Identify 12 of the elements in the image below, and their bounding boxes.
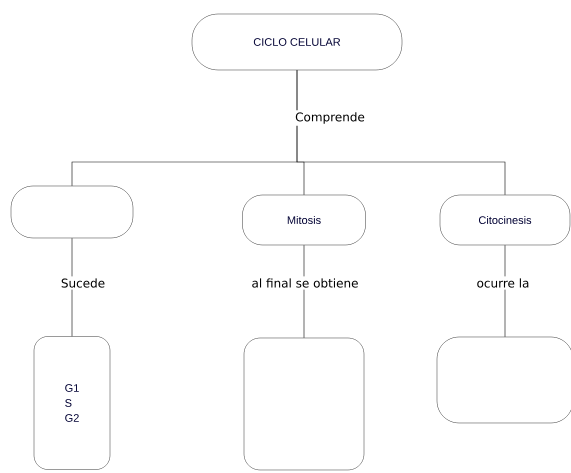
stage-box: G1 S G2 bbox=[34, 336, 110, 470]
empty-box bbox=[10, 186, 134, 238]
connector-line bbox=[296, 70, 506, 196]
edge-label: al final se obtiene bbox=[250, 276, 360, 290]
empty-box bbox=[436, 336, 571, 424]
process-box: Mitosis bbox=[242, 194, 366, 246]
edge-label: Comprende bbox=[293, 110, 367, 126]
process-box: Citocinesis bbox=[440, 194, 570, 246]
empty-box bbox=[244, 338, 364, 470]
process-box: CICLO CELULAR bbox=[192, 14, 402, 70]
edge-label: ocurre la bbox=[474, 276, 532, 290]
edge-label: Sucede bbox=[58, 276, 108, 290]
